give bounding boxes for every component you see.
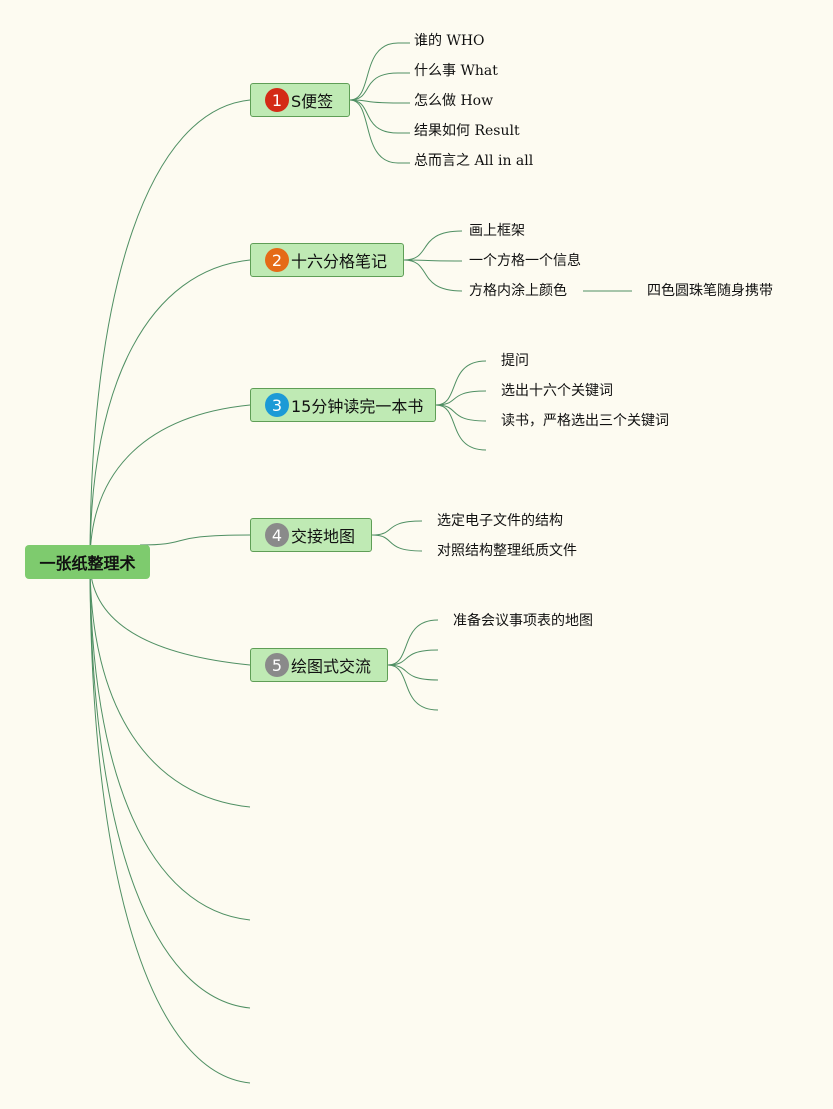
topic-2-sub-leaf[interactable]: 四色圆珠笔随身携带 xyxy=(647,283,773,299)
topic-2-connector-2 xyxy=(403,259,463,262)
topic-2-connector-1 xyxy=(403,230,463,261)
root-label: 一张纸整理术 xyxy=(39,554,136,573)
topic-5-node[interactable]: 5 绘图式交流 xyxy=(250,648,388,682)
topic-4-node[interactable]: 4 交接地图 xyxy=(250,518,372,552)
topic-4-connector-2 xyxy=(371,534,423,552)
topic-3-connector-2 xyxy=(435,390,487,406)
topic-4-label: 交接地图 xyxy=(291,527,356,546)
topic-3-connector-4 xyxy=(435,404,487,451)
topic-4-number-badge: 4 xyxy=(265,523,289,547)
topic-3-node[interactable]: 3 15分钟读完一本书 xyxy=(250,388,436,422)
topic-3-connector-1 xyxy=(435,360,487,406)
topic-1-leaf-2[interactable]: 什么事 What xyxy=(414,63,498,79)
topic-1-label: S便签 xyxy=(291,92,334,111)
topic-1-leaf-4[interactable]: 结果如何 Result xyxy=(414,123,520,139)
root-to-topic-3 xyxy=(89,404,251,563)
root-to-empty-1 xyxy=(89,561,251,808)
root-to-topic-1 xyxy=(89,99,251,563)
topic-4-connector-1 xyxy=(371,520,423,536)
root-to-empty-3 xyxy=(89,561,251,1009)
topic-5-connector-1 xyxy=(387,619,439,666)
root-node[interactable]: 一张纸整理术 xyxy=(25,545,150,579)
topic-1-connector-4 xyxy=(349,99,399,134)
topic-1-node[interactable]: 1 S便签 xyxy=(250,83,350,117)
topic-2-leaf-1[interactable]: 画上框架 xyxy=(469,223,525,239)
topic-1-number-badge: 1 xyxy=(265,88,289,112)
topic-4-leaf-2[interactable]: 对照结构整理纸质文件 xyxy=(437,543,577,559)
root-to-empty-4 xyxy=(89,561,251,1084)
topic-5-number-badge: 5 xyxy=(265,653,289,677)
topic-5-label: 绘图式交流 xyxy=(291,657,372,676)
root-to-topic-2 xyxy=(89,259,251,563)
topic-1-connector-5 xyxy=(349,99,399,164)
root-to-empty-2 xyxy=(89,561,251,921)
topic-1-connector-1 xyxy=(349,42,399,101)
topic-1-leaf-1[interactable]: 谁的 WHO xyxy=(414,33,485,49)
topic-3-leaf-1[interactable]: 提问 xyxy=(501,353,529,369)
topic-3-number-badge: 3 xyxy=(265,393,289,417)
topic-1-connector-2 xyxy=(349,72,399,101)
topic-2-number-badge: 2 xyxy=(265,248,289,272)
topic-2-leaf-3[interactable]: 方格内涂上颜色 xyxy=(469,283,567,299)
topic-5-connector-2 xyxy=(387,649,439,666)
topic-1-leaf-3[interactable]: 怎么做 How xyxy=(414,93,494,109)
topic-2-node[interactable]: 2 十六分格笔记 xyxy=(250,243,404,277)
topic-1-leaf-5[interactable]: 总而言之 All in all xyxy=(414,153,534,169)
topic-5-connector-4 xyxy=(387,664,439,711)
topic-3-leaf-3[interactable]: 读书，严格选出三个关键词 xyxy=(501,413,669,429)
topic-1-connector-3 xyxy=(349,99,399,104)
topic-2-label: 十六分格笔记 xyxy=(291,252,388,271)
root-to-topic-4 xyxy=(139,534,251,546)
root-to-topic-5 xyxy=(89,561,251,666)
topic-3-label: 15分钟读完一本书 xyxy=(291,397,424,416)
topic-5-leaf-1[interactable]: 准备会议事项表的地图 xyxy=(453,613,593,629)
topic-2-leaf-2[interactable]: 一个方格一个信息 xyxy=(469,253,581,269)
topic-3-leaf-2[interactable]: 选出十六个关键词 xyxy=(501,383,613,399)
topic-2-connector-3 xyxy=(403,259,463,292)
topic-4-leaf-1[interactable]: 选定电子文件的结构 xyxy=(437,513,563,529)
topic-5-connector-3 xyxy=(387,664,439,681)
topic-3-connector-3 xyxy=(435,404,487,422)
